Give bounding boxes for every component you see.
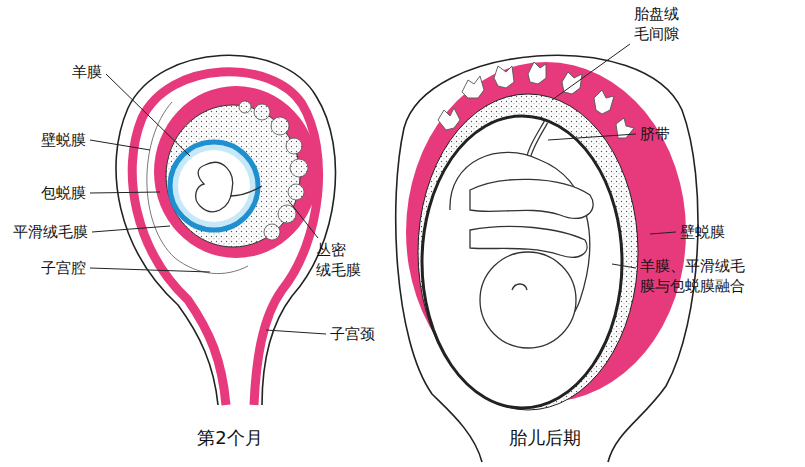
intervillous-spaces — [438, 62, 634, 138]
part-label: 包蜕膜 — [41, 183, 86, 203]
part-label: 胎盘绒 毛间隙 — [634, 4, 679, 44]
connecting-stalk — [230, 186, 262, 196]
part-label: 脐带 — [640, 124, 670, 144]
part-label: 羊膜、平滑绒毛 膜与包蜕膜融合 — [640, 256, 745, 296]
figure-caption: 第2个月 — [197, 426, 262, 450]
embryo — [196, 162, 233, 211]
umbilical-cord — [528, 122, 546, 160]
fused-membranes — [422, 116, 622, 408]
chorion — [166, 105, 300, 247]
part-label: 壁蜕膜 — [680, 222, 725, 242]
figure-caption: 胎儿后期 — [509, 426, 581, 450]
part-label: 子宫颈 — [330, 324, 375, 344]
fetus — [450, 152, 593, 348]
umbilical-cord-core — [528, 122, 546, 160]
amniotic-cavity — [178, 150, 250, 222]
part-label: 壁蜕膜 — [41, 130, 86, 150]
part-label: 羊膜 — [72, 62, 102, 82]
amnion — [170, 142, 258, 230]
decidua-parietalis — [132, 72, 318, 405]
part-label: 子宫腔 — [41, 258, 86, 278]
part-label: 丛密 绒毛膜 — [316, 240, 361, 280]
placenta-region — [418, 94, 638, 410]
uterine-wall — [116, 55, 336, 405]
part-label: 平滑绒毛膜 — [13, 222, 88, 242]
leader-lines — [90, 44, 676, 334]
decidua-basalis — [154, 86, 318, 258]
